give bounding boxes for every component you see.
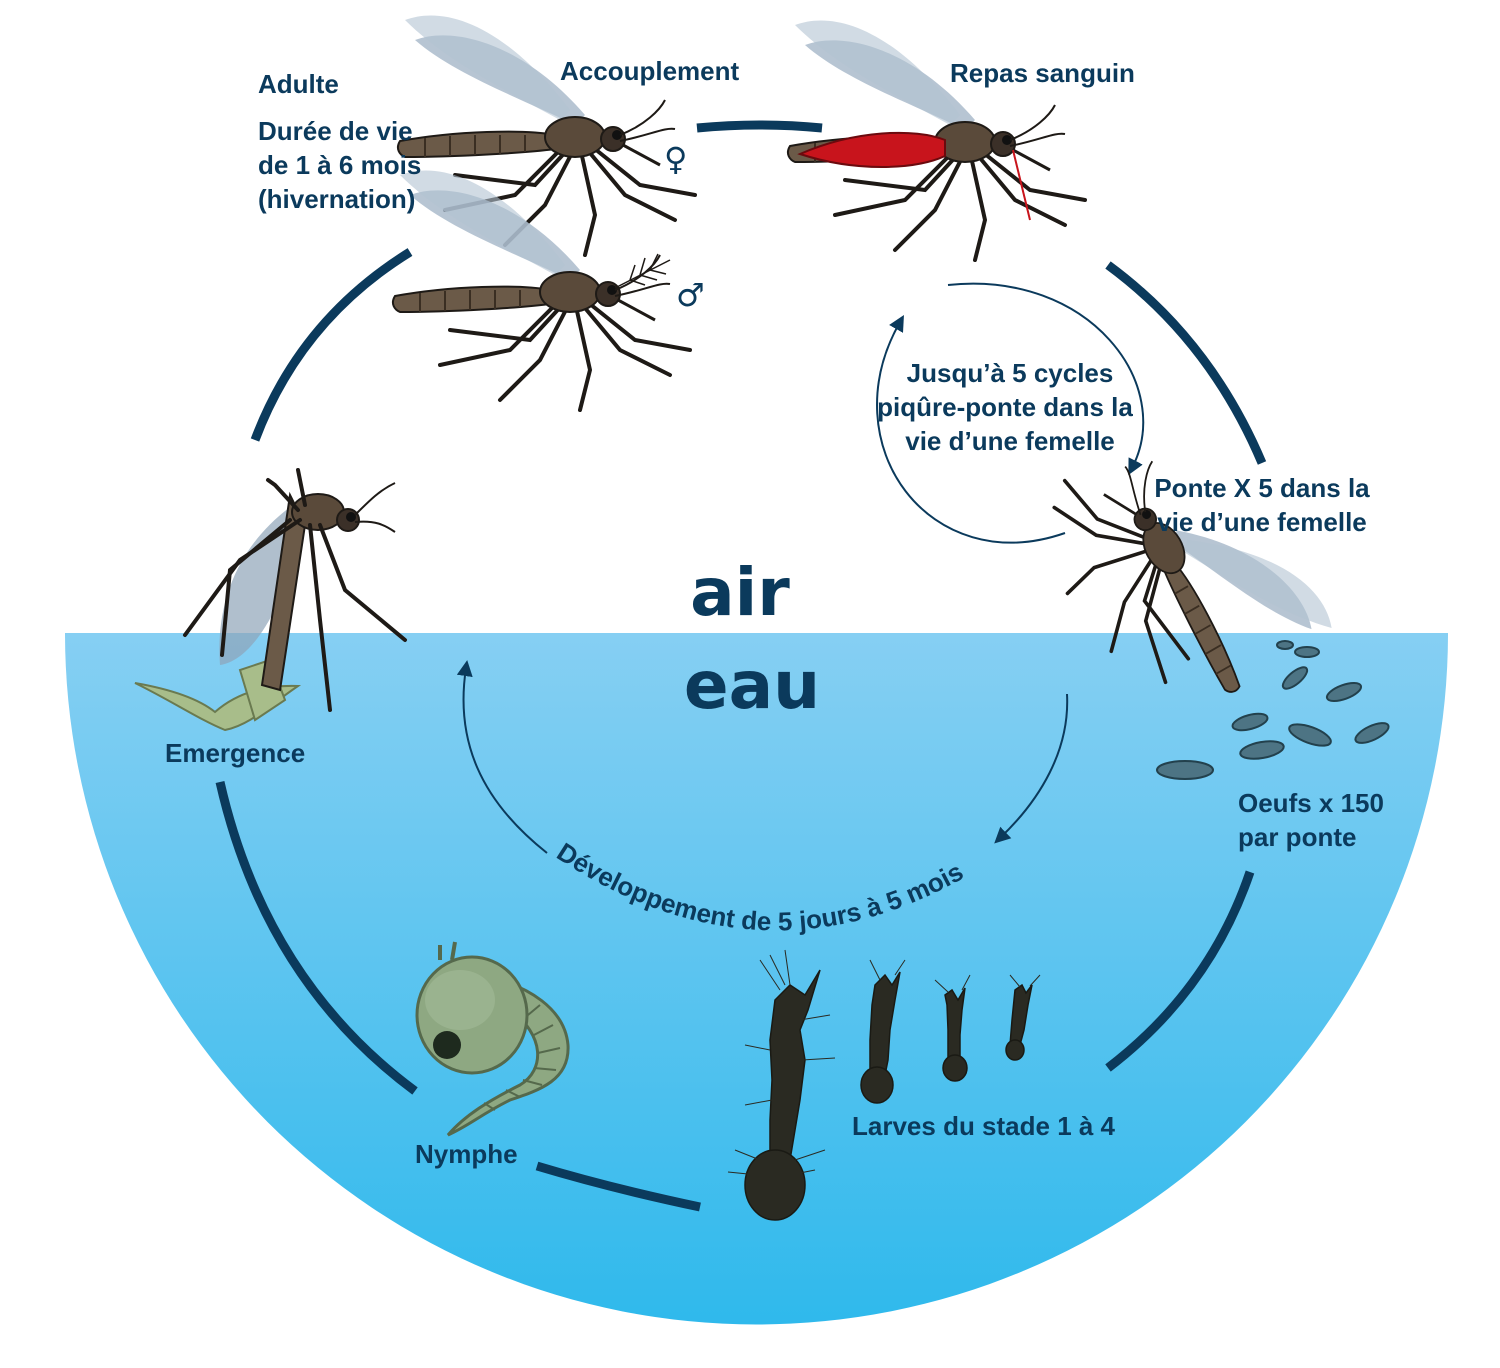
egg-icon — [1239, 740, 1285, 760]
male-symbol: ♂ — [676, 276, 705, 314]
label-duree-vie-2: de 1 à 6 mois — [258, 150, 421, 180]
larvae-group — [727, 949, 1041, 1221]
label-eau: eau — [684, 647, 820, 724]
label-oeufs-1: Oeufs x 150 — [1238, 788, 1384, 818]
label-adulte: Adulte — [258, 69, 339, 99]
mosquito-emerging-icon — [134, 468, 407, 732]
label-repas-sanguin: Repas sanguin — [950, 58, 1135, 88]
label-duree-vie-1: Durée de vie — [258, 116, 413, 146]
egg-cluster — [1156, 640, 1390, 780]
larva-icon — [860, 959, 906, 1104]
egg-icon — [1288, 723, 1332, 747]
larva-icon — [1005, 974, 1041, 1061]
plumose-antenna-icon — [614, 253, 671, 289]
egg-icon — [1354, 722, 1390, 744]
label-cycles-3: vie d’une femelle — [905, 426, 1115, 456]
label-cycles-2: piqûre-ponte dans la — [877, 392, 1133, 422]
label-air: air — [690, 554, 790, 631]
mosquito-feeding-icon — [785, 18, 1087, 262]
egg-icon — [1231, 712, 1269, 732]
label-cycles-1: Jusqu’à 5 cycles — [907, 358, 1114, 388]
label-ponte-2: vie d’une femelle — [1157, 507, 1367, 537]
egg-icon — [1281, 666, 1309, 690]
label-duree-vie-3: (hivernation) — [258, 184, 415, 214]
water-body — [65, 633, 1448, 1325]
label-ponte-1: Ponte X 5 dans la — [1154, 473, 1370, 503]
bite-lay-cycle-arrows — [876, 282, 1145, 544]
label-accouplement: Accouplement — [560, 56, 739, 86]
egg-icon — [1294, 646, 1320, 658]
egg-icon — [1276, 640, 1294, 650]
development-arrows — [456, 660, 1069, 854]
label-nymphe: Nymphe — [415, 1139, 518, 1169]
pupa-icon — [415, 941, 570, 1137]
lifecycle-ring — [215, 120, 1267, 1212]
mosquito-female-icon — [395, 13, 697, 257]
mosquito-male-icon — [390, 168, 692, 412]
label-larves: Larves du stade 1 à 4 — [852, 1111, 1116, 1141]
egg-icon — [1156, 760, 1214, 780]
label-emergence: Emergence — [165, 738, 305, 768]
egg-icon — [1325, 681, 1363, 703]
larva-icon — [934, 974, 971, 1082]
larva-icon — [727, 949, 836, 1221]
female-symbol: ♀ — [664, 140, 687, 178]
label-oeufs-2: par ponte — [1238, 822, 1356, 852]
